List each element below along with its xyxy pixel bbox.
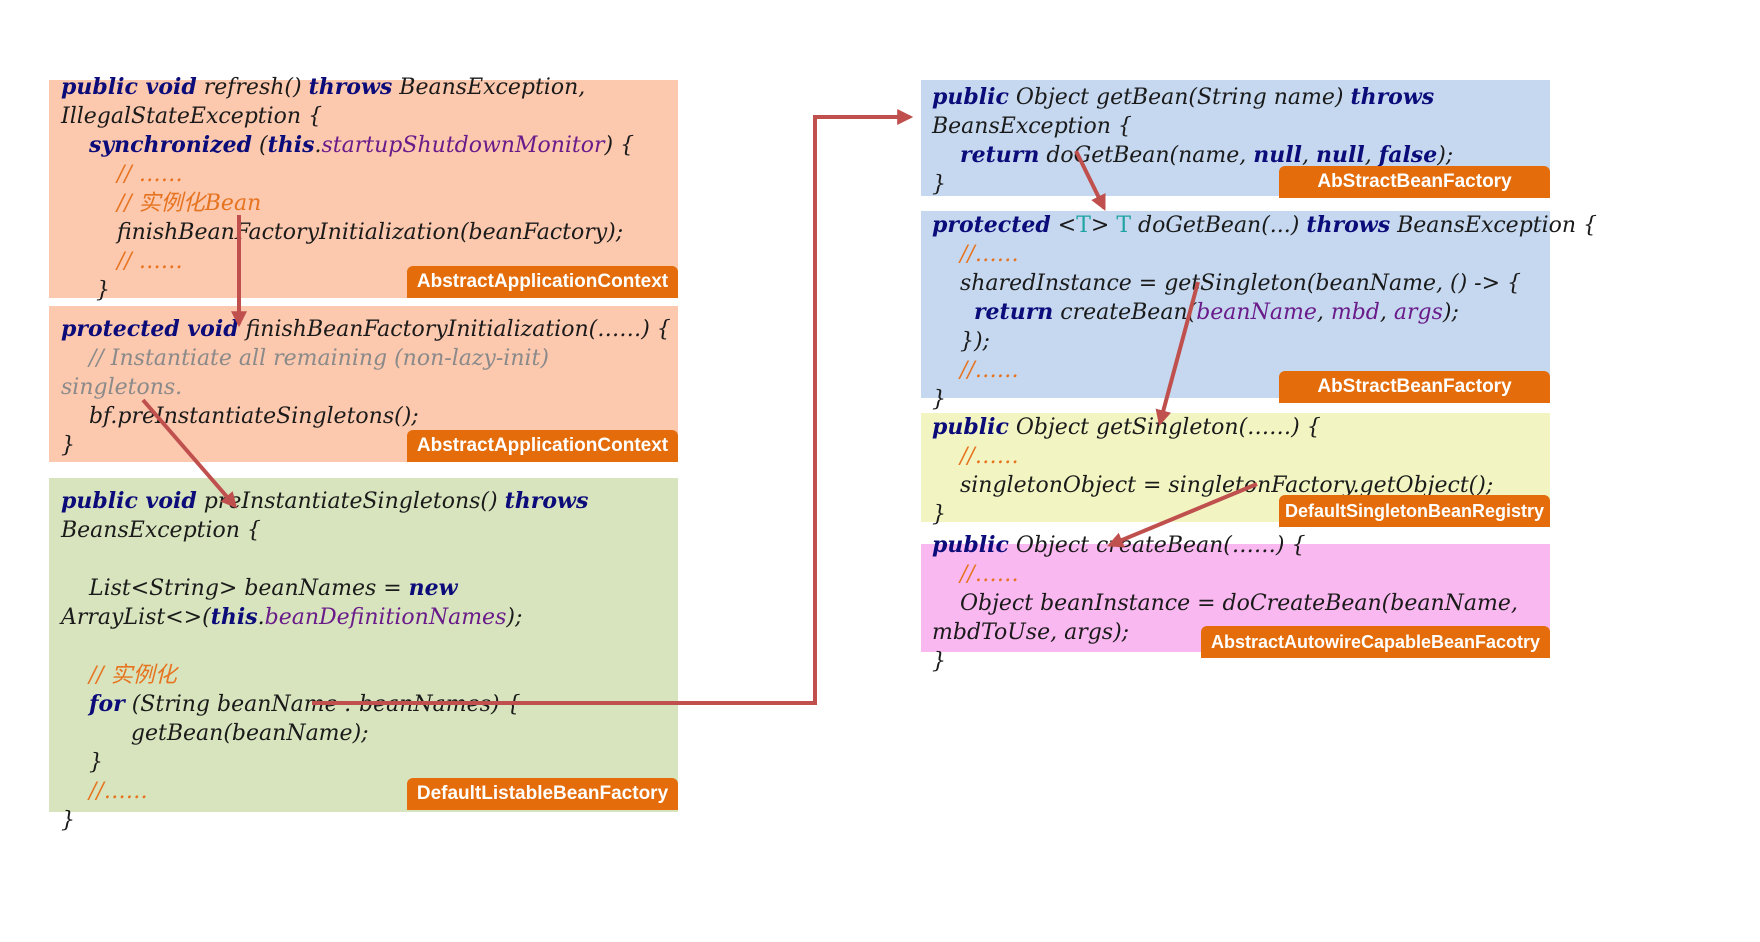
create-bean-code: public Object createBean(……) { //…… Obje…: [932, 532, 1518, 674]
class-label-default-listable-bean-factory: DefaultListableBeanFactory: [407, 778, 678, 810]
finish-bean-factory-init-box: protected void finishBeanFactoryInitiali…: [49, 306, 678, 462]
class-label-abstract-application-context-2: AbstractApplicationContext: [407, 430, 678, 462]
pre-instantiate-singletons-box: public void preInstantiateSingletons() t…: [49, 478, 678, 833]
get-bean-code: public Object getBean(String name) throw…: [932, 84, 1454, 197]
class-label-default-singleton-bean-registry: DefaultSingletonBeanRegistry: [1279, 495, 1550, 527]
get-bean-box: public Object getBean(String name) throw…: [921, 80, 1550, 198]
refresh-code-box: public void refresh() throws BeansExcept…: [49, 74, 678, 332]
do-get-bean-code: protected <T> T doGetBean(...) throws Be…: [932, 212, 1598, 412]
class-label-abstract-application-context: AbstractApplicationContext: [407, 266, 678, 298]
get-singleton-box: public Object getSingleton(……) { //…… si…: [921, 413, 1550, 527]
class-label-abstract-bean-factory: AbStractBeanFactory: [1279, 166, 1550, 198]
class-label-abstract-bean-factory-2: AbStractBeanFactory: [1279, 371, 1550, 403]
class-label-abstract-autowire-capable-bean-factory: AbstractAutowireCapableBeanFacotry: [1201, 626, 1550, 658]
do-get-bean-box: protected <T> T doGetBean(...) throws Be…: [921, 211, 1597, 412]
create-bean-box: public Object createBean(……) { //…… Obje…: [921, 532, 1550, 674]
